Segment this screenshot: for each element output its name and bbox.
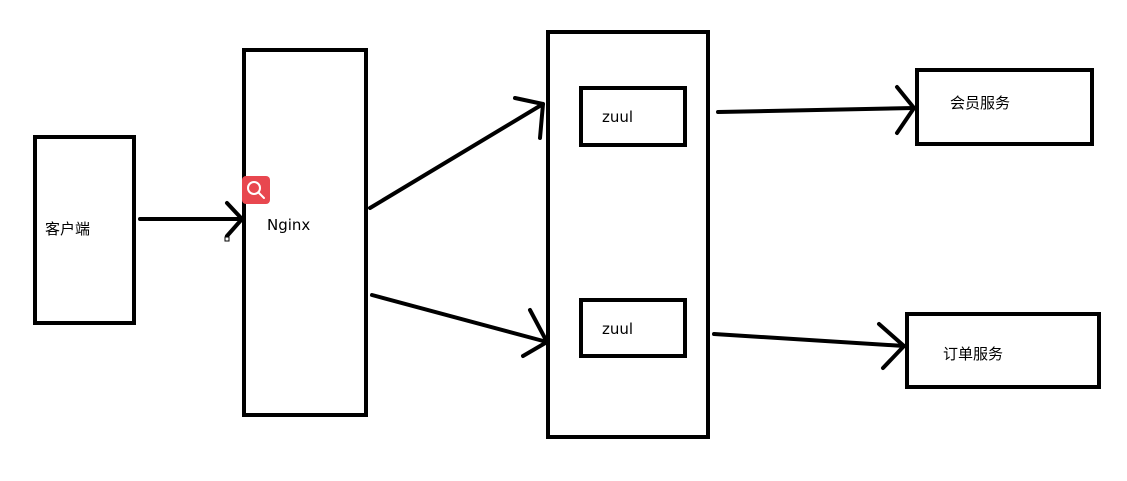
zuul-bottom-label: zuul xyxy=(602,320,633,338)
client-node: 客户端 xyxy=(33,135,136,325)
arrow-client-to-nginx xyxy=(138,201,244,238)
zuul-node-bottom: zuul xyxy=(579,298,687,358)
nginx-node: Nginx xyxy=(242,48,368,417)
search-icon[interactable] xyxy=(242,176,270,204)
nginx-label: Nginx xyxy=(267,216,310,234)
order-service-node: 订单服务 xyxy=(905,312,1101,389)
order-service-label: 订单服务 xyxy=(943,345,1003,363)
member-service-label: 会员服务 xyxy=(950,94,1010,112)
cursor-marker xyxy=(224,236,230,242)
zuul-top-label: zuul xyxy=(602,108,633,126)
arrow-nginx-to-zuul-bottom xyxy=(370,293,549,358)
zuul-node-top: zuul xyxy=(579,86,687,147)
arrow-zuul-bottom-to-order-service xyxy=(712,322,906,370)
arrow-nginx-to-zuul-top xyxy=(368,96,545,210)
member-service-node: 会员服务 xyxy=(915,68,1094,146)
arrow-zuul-top-to-member-service xyxy=(716,85,916,135)
client-label: 客户端 xyxy=(45,220,90,238)
